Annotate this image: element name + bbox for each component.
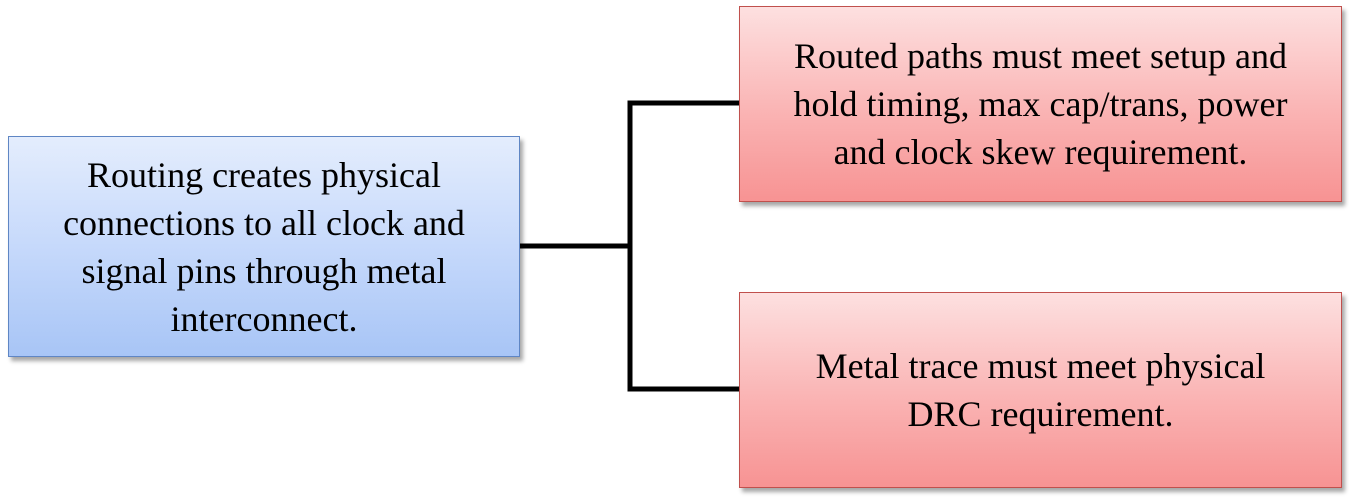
routing-definition-box: Routing creates physical connections to … — [8, 136, 520, 357]
text-line: interconnect. — [170, 298, 358, 339]
drc-requirement-box: Metal trace must meet physical DRC requi… — [739, 292, 1342, 488]
text-line: signal pins through metal — [81, 250, 447, 291]
timing-requirement-box: Routed paths must meet setup and hold ti… — [739, 6, 1342, 202]
text-line: connections to all clock and — [63, 202, 465, 243]
text-line: Routing creates physical — [87, 154, 441, 195]
timing-requirement-text: Routed paths must meet setup and hold ti… — [794, 32, 1288, 176]
text-line: hold timing, max cap/trans, power — [793, 84, 1288, 124]
drc-requirement-text: Metal trace must meet physical DRC requi… — [816, 342, 1266, 438]
text-line: Routed paths must meet setup and — [794, 36, 1287, 76]
text-line: and clock skew requirement. — [833, 132, 1248, 172]
text-line: DRC requirement. — [907, 394, 1174, 434]
routing-definition-text: Routing creates physical connections to … — [63, 151, 465, 343]
text-line: Metal trace must meet physical — [815, 346, 1266, 386]
